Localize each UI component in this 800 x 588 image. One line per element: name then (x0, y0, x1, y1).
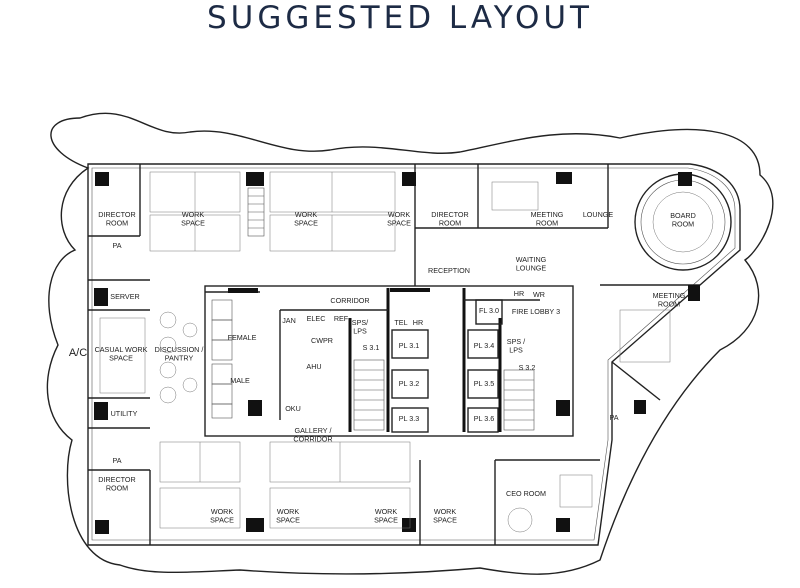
label-utility: UTILITY (111, 409, 138, 418)
label-pl-3-5: PL 3.5 (474, 379, 495, 388)
floor-plate (87, 163, 741, 546)
label-s-3-1: S 3.1 (363, 343, 380, 352)
label-s-3-2: S 3.2 (519, 363, 536, 372)
label-male: MALE (230, 376, 250, 385)
label-hr-2: HR (413, 318, 423, 327)
page-title: SUGGESTED LAYOUT (207, 0, 593, 36)
label-pa-2: PA (609, 413, 618, 422)
label-tel: TEL (394, 318, 407, 327)
floor-plate-inner (91, 167, 736, 541)
label-sps-lps-1: SPS/LPS (352, 318, 368, 336)
label-cwpr: CWPR (311, 336, 333, 345)
label-discussion-pantry: DISCUSSION /PANTRY (155, 345, 204, 363)
label-pa-1: PA (112, 241, 121, 250)
label-wr: WR (533, 290, 545, 299)
toilet-stalls (211, 299, 233, 419)
core-block (204, 285, 574, 437)
label-hr-1: HR (514, 289, 524, 298)
label-fire-lobby-3: FIRE LOBBY 3 (512, 307, 560, 316)
label-ceo-room: CEO ROOM (506, 489, 546, 498)
label-female: FEMALE (228, 333, 257, 342)
label-pl-3-6: PL 3.6 (474, 414, 495, 423)
structural-columns (94, 172, 700, 534)
label-elec: ELEC (307, 314, 326, 323)
label-pl-3-4: PL 3.4 (474, 341, 495, 350)
building-outline (46, 112, 774, 575)
label-fl-3-0: FL 3.0 (479, 306, 499, 315)
label-pa-3: PA (112, 456, 121, 465)
lift-shafts (391, 299, 503, 433)
label-jan: JAN (282, 316, 296, 325)
label-pl-3-3: PL 3.3 (399, 414, 420, 423)
label-oku: OKU (285, 404, 301, 413)
label-lounge: LOUNGE (583, 210, 614, 219)
label-pl-3-2: PL 3.2 (399, 379, 420, 388)
label-reception: RECEPTION (428, 266, 470, 275)
label-corridor: CORRIDOR (330, 296, 369, 305)
staircases (247, 187, 535, 431)
label-ahu: AHU (306, 362, 321, 371)
label-pl-3-1: PL 3.1 (399, 341, 420, 350)
label-sps-lps-2: SPS /LPS (507, 337, 525, 355)
label-gallery-corridor: GALLERY /CORRIDOR (293, 426, 332, 444)
label-ac: A/C (69, 347, 87, 359)
label-server: SERVER (110, 292, 139, 301)
workstations (99, 171, 671, 533)
label-ref: REF (334, 314, 349, 323)
